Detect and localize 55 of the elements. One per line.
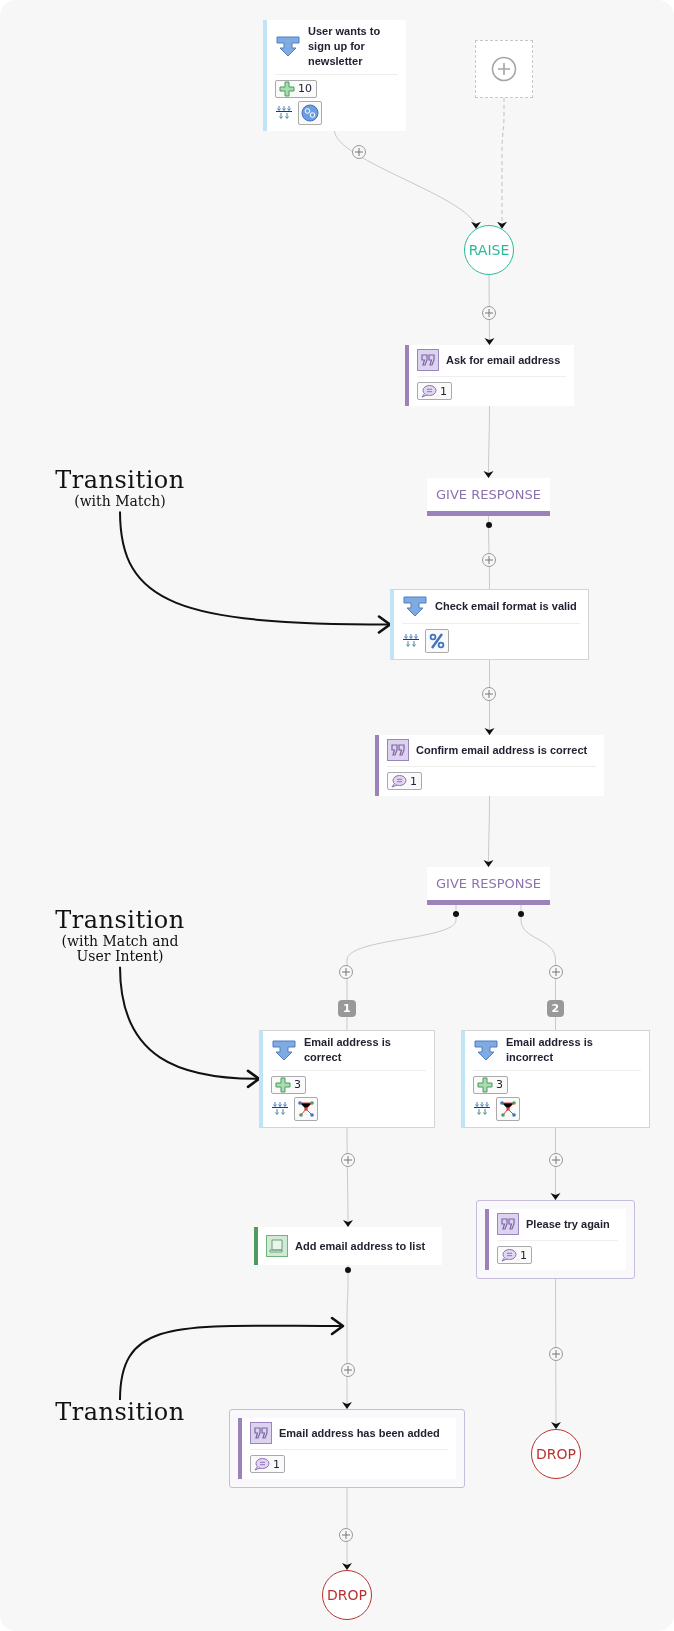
annotation-arrow — [119, 510, 392, 634]
arrow — [497, 97, 507, 230]
trigger-card — [390, 589, 589, 660]
terminal-circle — [531, 1429, 581, 1479]
trigger-card — [461, 1030, 650, 1128]
response-step — [427, 478, 550, 516]
card-title: Check email format is valid — [435, 598, 577, 614]
arrow — [551, 1278, 561, 1430]
card-title: Email address has been added — [279, 1425, 440, 1441]
card-title: Email address is incorrect — [506, 1035, 594, 1065]
annotation-arrow — [119, 965, 261, 1088]
trigger-card — [263, 20, 406, 131]
count-text: 3 — [294, 1078, 301, 1092]
annotation-subtitle: (with Match) — [73, 494, 167, 510]
arrow — [342, 1487, 352, 1571]
arrow — [334, 130, 479, 230]
connector-line — [520, 904, 556, 1031]
count-text: 1 — [410, 774, 417, 788]
annotation-title: Transition — [55, 906, 185, 934]
action-card — [254, 1227, 442, 1265]
card-title: Ask for email address — [446, 352, 561, 368]
count-text: 1 — [520, 1248, 527, 1262]
arrow — [483, 405, 494, 479]
terminal-label: DROP — [327, 1587, 367, 1603]
step-number: 1 — [338, 1000, 356, 1017]
arrow — [483, 795, 494, 868]
card-title: Please try again — [526, 1216, 610, 1232]
response-frame — [476, 1200, 635, 1279]
arrow — [342, 1264, 352, 1410]
annotation-title: Transition — [55, 466, 185, 494]
response-card — [375, 735, 604, 796]
empty-step-box — [475, 40, 533, 98]
terminal-label: DROP — [536, 1446, 576, 1462]
count-text: 10 — [298, 82, 312, 96]
annotation-title: Transition — [55, 1398, 185, 1426]
response-card — [405, 345, 574, 406]
card-title: User wants to sign up for newsletter — [308, 24, 382, 69]
count-text: 1 — [440, 384, 447, 398]
card-title: Add email address to list — [295, 1238, 426, 1254]
card-title: Email address is correct — [304, 1035, 392, 1065]
connector-line — [346, 904, 457, 1031]
terminal-label: RAISE — [468, 242, 510, 258]
step-label: GIVE RESPONSE — [436, 487, 541, 502]
terminal-circle — [322, 1570, 372, 1620]
annotation-arrow — [119, 1316, 345, 1401]
response-frame — [229, 1409, 465, 1488]
step-label: GIVE RESPONSE — [436, 876, 541, 891]
terminal-circle — [464, 225, 514, 275]
trigger-card — [259, 1030, 435, 1128]
step-number: 2 — [546, 1000, 565, 1017]
card-title: Confirm email address is correct — [416, 742, 588, 758]
annotation-subtitle: (with Match and User Intent) — [60, 934, 180, 965]
response-step — [427, 867, 550, 905]
count-text: 3 — [496, 1078, 503, 1092]
count-text: 1 — [273, 1457, 280, 1471]
